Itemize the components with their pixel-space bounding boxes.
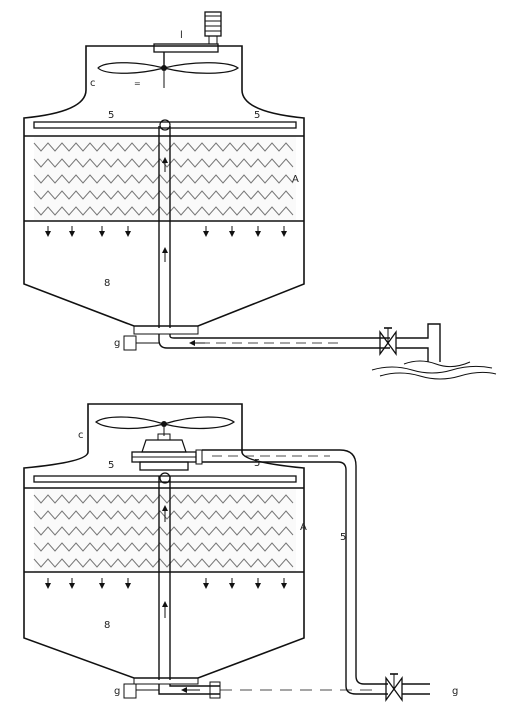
fill-zigzag-row [33,142,294,152]
turbine-icon [131,433,203,471]
intake-pipe [396,323,441,362]
label-fill-side: A [300,522,307,533]
label-fill-side: A [292,174,299,185]
rain-arrows [45,226,287,237]
fan-icon [97,52,240,88]
label-corner: c [90,78,96,89]
label-corner: c [78,430,84,441]
label-spray-right: 5 [254,458,260,469]
spray-header [33,121,297,129]
fill-zigzag-row [33,174,294,184]
label-fan-tag: l [180,30,183,41]
valve-icon [385,673,403,702]
outlet-pipe [123,325,390,351]
fill-zigzag-pattern [33,494,294,568]
water-icon [371,360,497,380]
label-outlet: g [114,338,120,349]
fill-zigzag-pattern [33,142,294,216]
supply-pipe [202,449,388,695]
tower-diagram-top: l c = 5 5 A 8 g [23,11,497,380]
label-pipe: 5 [340,532,346,543]
fill-zigzag-row [33,158,294,168]
fill-zigzag-row [33,542,294,552]
label-spray-left: 5 [108,110,114,121]
label-basin: 8 [104,278,110,289]
motor-icon [153,11,222,53]
riser-pipe [158,119,171,328]
valve-icon [379,327,397,356]
rain-arrows [45,578,287,589]
label-pipe-end: g [452,686,458,697]
label-spray-left: 5 [108,460,114,471]
fill-zigzag-row [33,510,294,520]
spray-header [33,475,297,483]
label-basin: 8 [104,620,110,631]
label-spray-right: 5 [254,110,260,121]
fill-zigzag-row [33,526,294,536]
fill-zigzag-row [33,494,294,504]
fan-icon [94,416,236,436]
fill-zigzag-row [33,190,294,200]
fill-zigzag-row [33,558,294,568]
riser-pipe [158,472,171,680]
label-outlet: g [114,686,120,697]
outlet-pipe [123,677,380,699]
label-mark: = [134,79,141,88]
fill-zigzag-row [33,206,294,216]
tower-diagram-bottom: c 5 5 A 5 8 g g [23,403,458,702]
